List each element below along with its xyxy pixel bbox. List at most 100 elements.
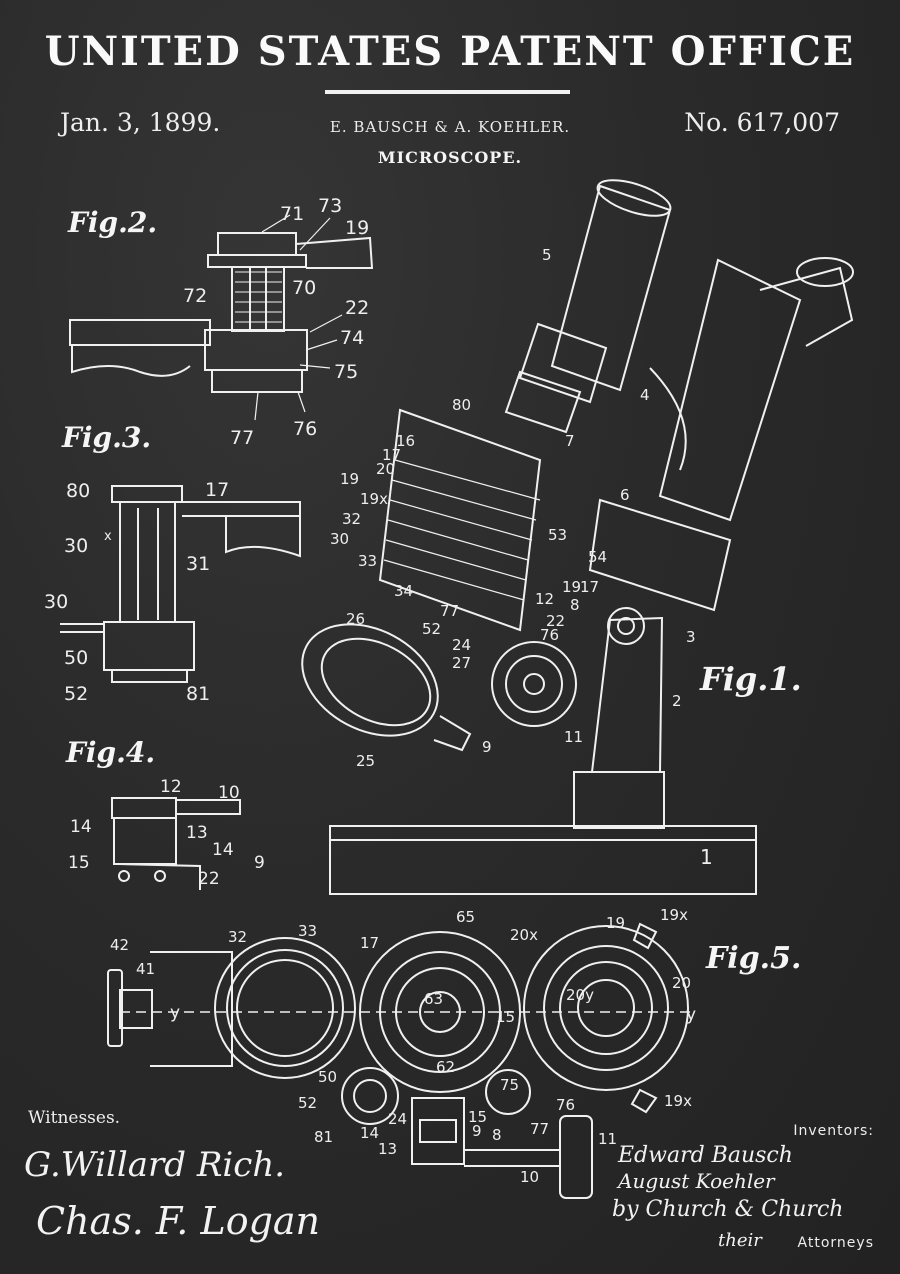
svg-text:81: 81 [186, 683, 210, 705]
svg-text:7: 7 [565, 432, 575, 450]
figure-1: Fig.1. [301, 179, 854, 895]
title-rule [325, 90, 570, 94]
svg-text:80: 80 [66, 480, 90, 502]
svg-text:2: 2 [672, 692, 682, 710]
witness-signature-1: G.Willard Rich. [24, 1145, 285, 1185]
page-title: UNITED STATES PATENT OFFICE [44, 28, 856, 75]
svg-text:19: 19 [345, 217, 369, 239]
svg-text:22: 22 [345, 297, 369, 319]
svg-text:26: 26 [346, 610, 365, 628]
svg-text:19x: 19x [664, 1092, 692, 1110]
svg-text:30: 30 [64, 535, 88, 557]
svg-text:74: 74 [340, 327, 364, 349]
svg-text:17: 17 [360, 934, 379, 952]
svg-text:30: 30 [44, 591, 68, 613]
svg-text:54: 54 [588, 548, 607, 566]
svg-text:20x: 20x [510, 926, 538, 944]
svg-text:42: 42 [110, 936, 129, 954]
svg-text:63: 63 [424, 990, 443, 1008]
svg-text:17: 17 [205, 479, 229, 501]
witnesses-label: Witnesses. [28, 1108, 121, 1128]
svg-text:8: 8 [570, 596, 580, 614]
svg-text:76: 76 [556, 1096, 575, 1114]
svg-text:71: 71 [280, 203, 304, 225]
svg-text:32: 32 [228, 928, 247, 946]
fig2-label: Fig.2. [67, 206, 157, 239]
svg-text:76: 76 [540, 626, 559, 644]
fig4-label: Fig.4. [65, 736, 155, 769]
svg-text:14: 14 [360, 1124, 379, 1142]
svg-text:41: 41 [136, 960, 155, 978]
svg-text:19: 19 [606, 914, 625, 932]
svg-text:81: 81 [314, 1128, 333, 1146]
svg-text:77: 77 [440, 602, 459, 620]
witness-signature-2: Chas. F. Logan [36, 1199, 320, 1243]
svg-text:13: 13 [186, 823, 208, 843]
svg-text:10: 10 [520, 1168, 539, 1186]
svg-text:17: 17 [580, 578, 599, 596]
svg-text:20: 20 [376, 460, 395, 478]
svg-text:52: 52 [422, 620, 441, 638]
svg-text:73: 73 [318, 195, 342, 217]
svg-text:y: y [686, 1005, 696, 1025]
svg-text:19x: 19x [660, 906, 688, 924]
svg-text:1: 1 [700, 845, 713, 869]
inventor-names: E. BAUSCH & A. KOEHLER. [329, 118, 571, 136]
svg-text:9: 9 [472, 1122, 482, 1140]
patent-number: No. 617,007 [684, 108, 840, 137]
svg-text:27: 27 [452, 654, 471, 672]
svg-text:9: 9 [254, 853, 265, 873]
svg-text:77: 77 [230, 427, 254, 449]
svg-text:13: 13 [378, 1140, 397, 1158]
fig3-label: Fig.3. [61, 421, 151, 454]
attorneys-label: Attorneys [797, 1235, 874, 1251]
svg-text:31: 31 [186, 553, 210, 575]
svg-text:17: 17 [382, 446, 401, 464]
their-word: their [718, 1230, 763, 1251]
svg-text:65: 65 [456, 908, 475, 926]
svg-text:19x: 19x [360, 490, 388, 508]
svg-text:3: 3 [686, 628, 696, 646]
fig1-label: Fig.1. [699, 660, 802, 698]
svg-text:25: 25 [356, 752, 375, 770]
signatures: G.Willard Rich. Chas. F. Logan Edward Ba… [24, 1143, 843, 1251]
svg-text:80: 80 [452, 396, 471, 414]
svg-text:22: 22 [546, 612, 565, 630]
svg-text:33: 33 [358, 552, 377, 570]
svg-text:4: 4 [640, 386, 650, 404]
svg-text:20: 20 [672, 974, 691, 992]
svg-text:72: 72 [183, 285, 207, 307]
svg-text:15: 15 [496, 1008, 515, 1026]
svg-text:24: 24 [388, 1110, 407, 1128]
svg-text:10: 10 [218, 783, 240, 803]
inventor-signature-1: Edward Bausch [617, 1143, 793, 1168]
svg-text:50: 50 [318, 1068, 337, 1086]
patent-date: Jan. 3, 1899. [60, 108, 221, 137]
attorney-signature: by Church & Church [612, 1197, 843, 1222]
svg-text:70: 70 [292, 277, 316, 299]
svg-text:50: 50 [64, 647, 88, 669]
svg-text:76: 76 [293, 418, 317, 440]
svg-text:12: 12 [160, 777, 182, 797]
svg-text:5: 5 [542, 246, 552, 264]
svg-text:32: 32 [342, 510, 361, 528]
svg-text:14: 14 [212, 840, 234, 860]
svg-text:20y: 20y [566, 986, 594, 1004]
svg-text:30: 30 [330, 530, 349, 548]
svg-text:75: 75 [334, 361, 358, 383]
svg-text:52: 52 [298, 1094, 317, 1112]
svg-text:11: 11 [564, 728, 583, 746]
svg-text:11: 11 [598, 1130, 617, 1148]
svg-text:14: 14 [70, 817, 92, 837]
inventor-signature-2: August Koehler [616, 1169, 776, 1193]
svg-text:19: 19 [562, 578, 581, 596]
figure-5: Fig.5. [107, 906, 801, 1199]
svg-text:52: 52 [64, 683, 88, 705]
svg-text:24: 24 [452, 636, 471, 654]
svg-text:8: 8 [492, 1126, 502, 1144]
